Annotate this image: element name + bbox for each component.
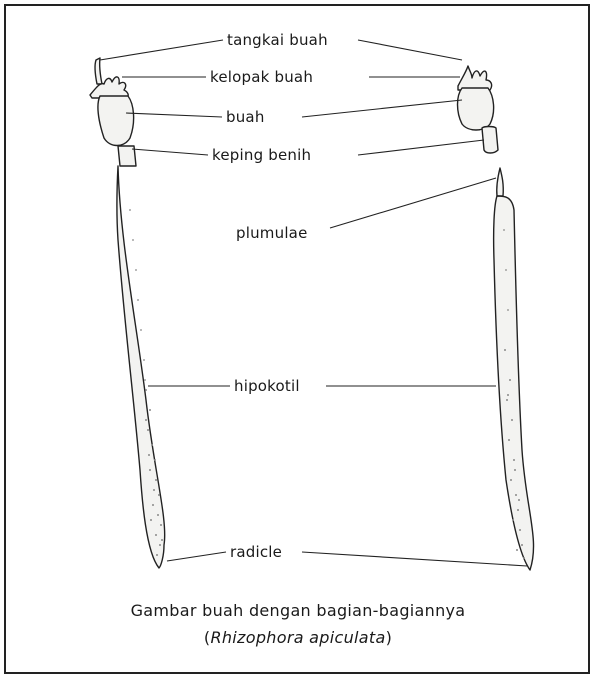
- right-fruit: [458, 88, 494, 130]
- caption-species: Rhizophora apiculata: [210, 628, 385, 647]
- label-radicle: radicle: [230, 543, 282, 561]
- leader-keping-right: [358, 140, 484, 155]
- label-tangkai-buah: tangkai buah: [227, 31, 328, 49]
- label-kelopak-buah: kelopak buah: [210, 68, 313, 86]
- leader-keping-left: [132, 149, 208, 155]
- right-cotyledon: [482, 127, 498, 154]
- label-keping-benih: keping benih: [212, 146, 311, 164]
- label-plumulae: plumulae: [236, 224, 308, 242]
- leader-plumulae: [330, 178, 496, 228]
- caption-close-paren: ): [386, 628, 393, 647]
- left-fruit: [98, 96, 134, 146]
- left-specimen: [90, 58, 165, 568]
- caption-species-line: (Rhizophora apiculata): [0, 628, 596, 647]
- left-hypocotyl: [117, 166, 165, 568]
- leader-tangkai-left: [100, 40, 223, 60]
- left-stalk: [95, 58, 102, 84]
- leader-buah-right: [302, 100, 462, 117]
- right-hypocotyl: [494, 196, 534, 570]
- right-fruit-group: [458, 66, 499, 153]
- right-seedling: [494, 168, 534, 570]
- caption-title: Gambar buah dengan bagian-bagiannya: [0, 601, 596, 620]
- leader-tangkai-right: [358, 40, 462, 60]
- right-plumule: [497, 168, 504, 196]
- leader-buah-left: [126, 113, 222, 117]
- label-buah: buah: [226, 108, 265, 126]
- label-hipokotil: hipokotil: [234, 377, 300, 395]
- leader-radicle-left: [167, 552, 226, 561]
- right-calyx: [458, 66, 492, 90]
- leader-radicle-right: [302, 552, 527, 566]
